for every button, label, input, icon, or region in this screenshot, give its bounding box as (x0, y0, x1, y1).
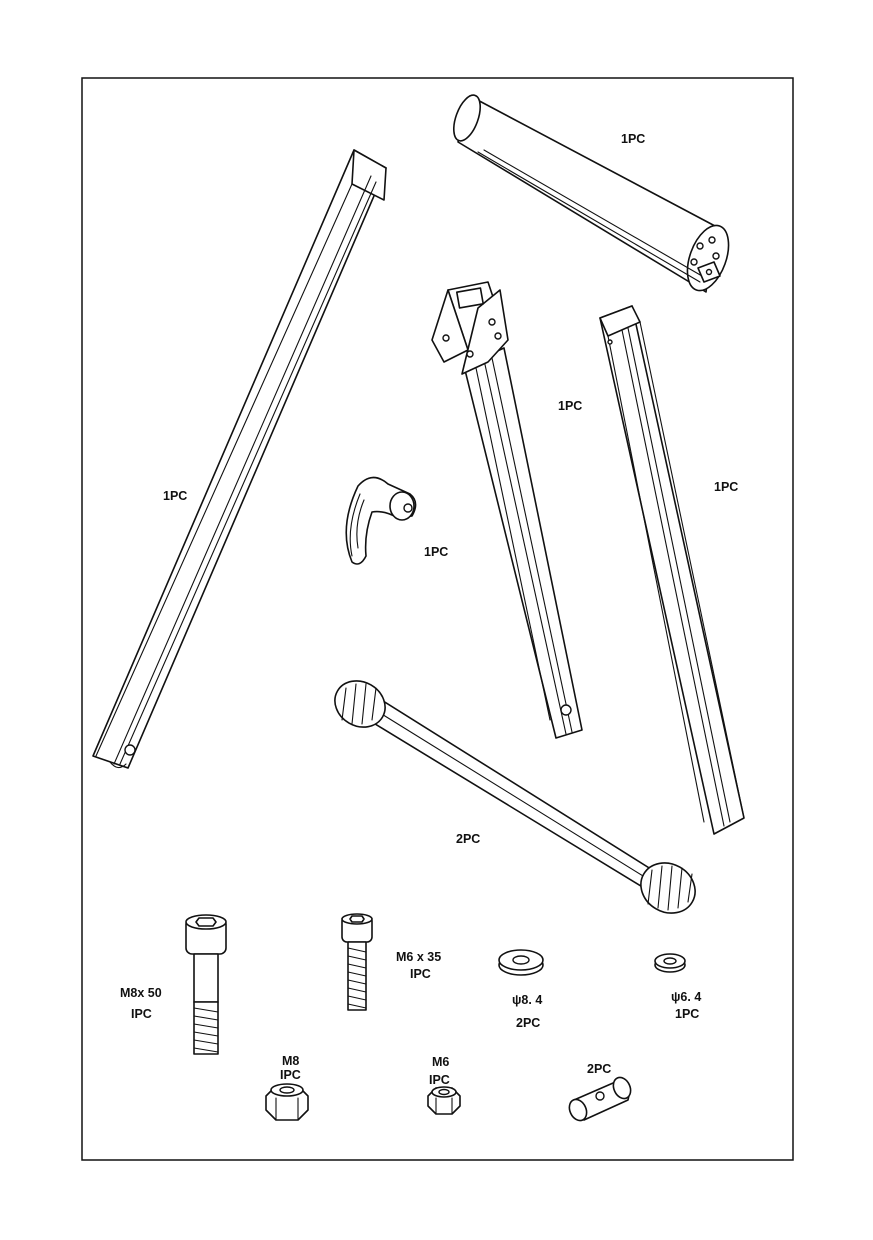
label-roller: 1PC (621, 132, 645, 146)
label-bolt-m8-size: M8x 50 (120, 986, 162, 1000)
label-nut-m8-size: M8 (282, 1054, 299, 1068)
label-nut-m8-qty: IPC (280, 1068, 301, 1082)
knob-bar (334, 680, 696, 914)
label-washer-64-size: ψ6. 4 (671, 990, 701, 1004)
label-washer-64-qty: 1PC (675, 1007, 699, 1021)
label-knob-bar: 2PC (456, 832, 480, 846)
cross-pin (568, 1076, 632, 1122)
clamp-lever (345, 476, 417, 565)
label-nut-m6-size: M6 (432, 1055, 449, 1069)
label-long-tube: 1PC (163, 489, 187, 503)
diagram-border (81, 77, 794, 1161)
label-bolt-m6-qty: IPC (410, 967, 431, 981)
bracket-leg (431, 281, 583, 739)
label-lever: 1PC (424, 545, 448, 559)
label-nut-m6-qty: IPC (429, 1073, 450, 1087)
label-washer-84-qty: 2PC (516, 1016, 540, 1030)
label-bracket-leg: 1PC (558, 399, 582, 413)
bolt-m8x50 (185, 914, 227, 1055)
label-bolt-m6-size: M6 x 35 (396, 950, 441, 964)
square-leg (599, 305, 745, 835)
washer-6-4 (654, 953, 686, 973)
washer-8-4 (498, 949, 544, 976)
label-pin-qty: 2PC (587, 1062, 611, 1076)
label-washer-84-size: ψ8. 4 (512, 993, 542, 1007)
label-bolt-m8-qty: IPC (131, 1007, 152, 1021)
bolt-m6x35 (341, 913, 373, 1011)
long-square-tube (92, 149, 387, 769)
nut-m6 (427, 1086, 461, 1115)
roller-tube (453, 94, 730, 293)
nut-m8 (265, 1083, 309, 1121)
label-square-leg: 1PC (714, 480, 738, 494)
